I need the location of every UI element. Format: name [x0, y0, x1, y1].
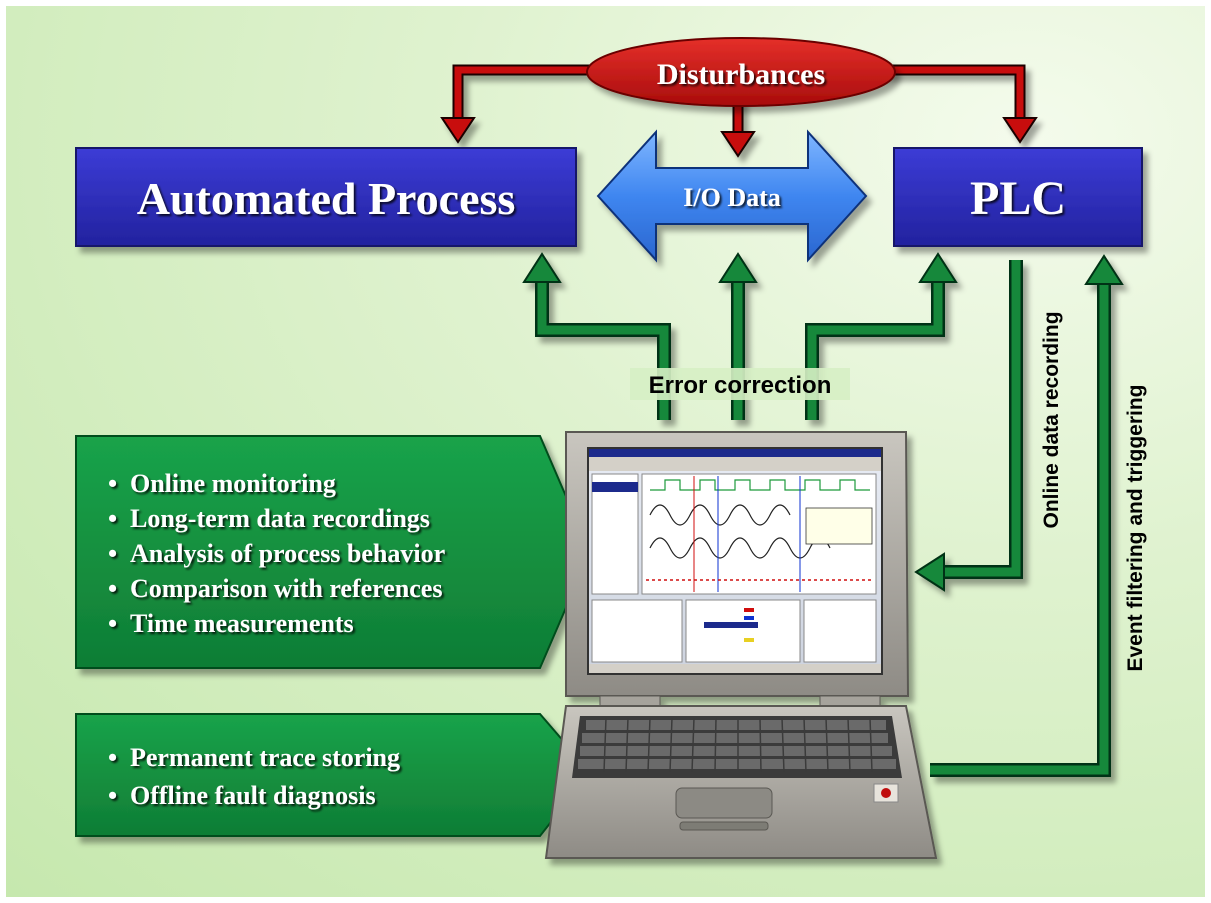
error-correction-arrows	[522, 252, 958, 420]
feature-bullet: •	[108, 781, 117, 810]
automated-process-label: Automated Process	[137, 173, 516, 224]
feature-bullet: •	[108, 743, 117, 772]
feature-permanent-trace: Permanent trace storing	[130, 743, 400, 772]
feature-online-monitoring: Online monitoring	[130, 469, 336, 498]
error-correction-label-bg	[630, 368, 850, 400]
feature-bullet: •	[108, 609, 117, 638]
feature-time-measurements: Time measurements	[130, 609, 354, 638]
online-features-list: • Online monitoring • Long-term data rec…	[108, 469, 445, 638]
io-data-label: I/O Data	[683, 183, 781, 212]
feature-bullet: •	[108, 469, 117, 498]
event-filtering-arrow	[930, 254, 1124, 777]
feature-long-term-recordings: Long-term data recordings	[130, 504, 430, 533]
online-recording-arrow	[914, 260, 1023, 592]
error-correction-label: Error correction	[649, 372, 832, 399]
feature-bullet: •	[108, 504, 117, 533]
feature-reference-comparison: Comparison with references	[130, 574, 442, 603]
offline-features-list: • Permanent trace storing • Offline faul…	[108, 743, 400, 810]
laptop-image	[544, 431, 938, 859]
io-data-arrow	[596, 129, 868, 263]
feature-bullet: •	[108, 574, 117, 603]
automated-process-box	[75, 147, 577, 247]
online-recording-label: Online data recording	[1040, 311, 1063, 528]
feature-offline-diagnosis: Offline fault diagnosis	[130, 781, 376, 810]
plc-label: PLC	[970, 172, 1066, 225]
disturbances-ellipse	[586, 37, 896, 107]
feature-process-analysis: Analysis of process behavior	[130, 539, 445, 568]
disturbances-label: Disturbances	[657, 58, 825, 91]
offline-features-panel	[75, 713, 592, 837]
plc-box	[893, 147, 1143, 247]
feature-bullet: •	[108, 539, 117, 568]
event-filtering-label: Event filtering and triggering	[1124, 384, 1147, 671]
